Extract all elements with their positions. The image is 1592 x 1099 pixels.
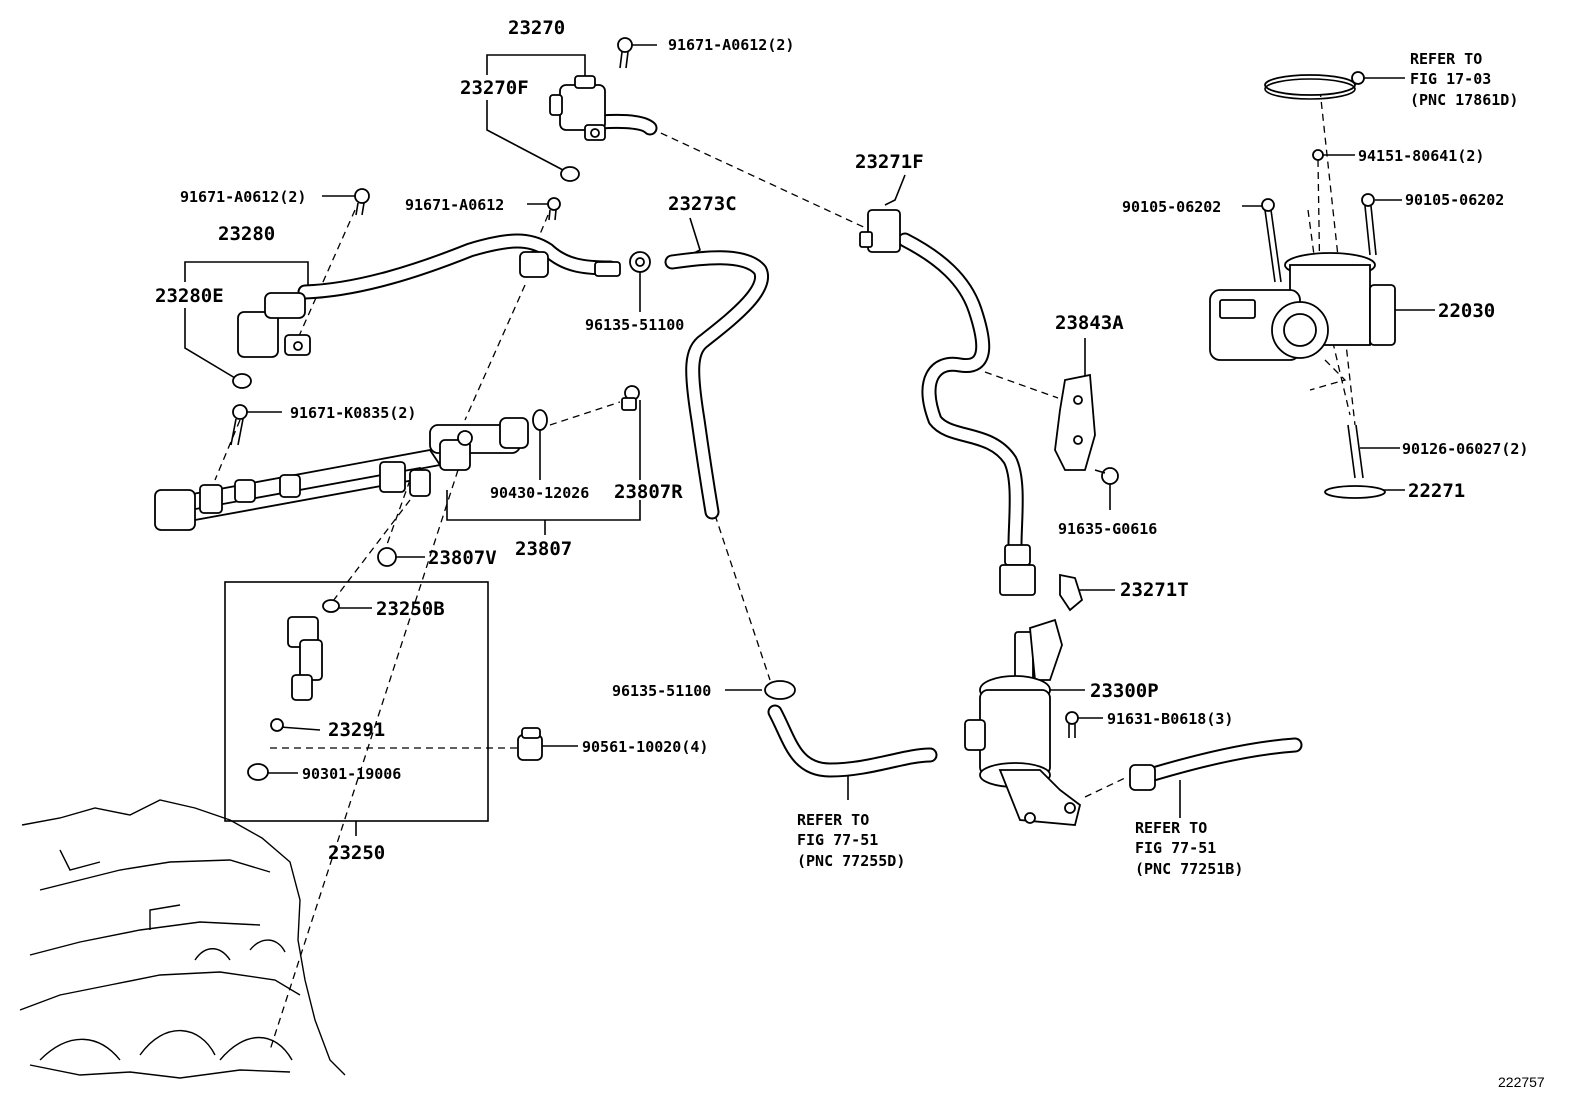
injector: [287, 616, 323, 701]
cushion-23807V: [377, 547, 397, 567]
part-labels: 23270 23270F 91671-A0612(2) 91671-A0612(…: [155, 17, 1528, 864]
refer-line: (PNC 77255D): [797, 852, 905, 870]
bolt-91671-K0835: [230, 404, 248, 446]
label-91671-K0835-2: 91671-K0835(2): [290, 404, 416, 422]
label-90561-10020-4: 90561-10020(4): [582, 738, 708, 756]
insulator-23291: [270, 718, 284, 732]
bolt-91671-A0612-left: [354, 188, 370, 216]
bolt-91631-B0618: [1065, 711, 1079, 738]
refer-line: REFER TO: [1410, 50, 1482, 68]
clamp-96135-51100-bottom: [764, 680, 796, 700]
label-23280: 23280: [218, 223, 275, 245]
label-96135-51100-b: 96135-51100: [612, 682, 711, 700]
fuel-rail: [154, 417, 529, 531]
refer-note-77251B: REFER TO FIG 77-51 (PNC 77251B): [1135, 819, 1243, 878]
label-91671-A0612-2-left: 91671-A0612(2): [180, 188, 306, 206]
gasket-22271: [1324, 485, 1386, 499]
label-23271F: 23271F: [855, 151, 924, 173]
pipe-bracket: [519, 251, 621, 278]
hoses: [297, 113, 1303, 783]
fuel-pressure-regulator-left: [237, 292, 311, 358]
label-91671-A0612: 91671-A0612: [405, 196, 504, 214]
label-23250: 23250: [328, 842, 385, 864]
bolt-91671-A0612-top: [617, 37, 633, 69]
leader-lines: [184, 44, 1435, 836]
connector-end: [999, 544, 1036, 596]
bolt-90105-06202-right: [1361, 193, 1377, 256]
label-23300P: 23300P: [1090, 680, 1159, 702]
bolt-91671-A0612-mid: [547, 197, 561, 221]
label-91631-B0618-3: 91631-B0618(3): [1107, 710, 1233, 728]
label-91671-A0612-2-top: 91671-A0612(2): [668, 36, 794, 54]
throttle-body-22030: [1209, 252, 1396, 361]
nut-94151-80641: [1312, 149, 1324, 161]
bolt-91635-G0616: [1094, 467, 1119, 485]
label-90105-06202-right: 90105-06202: [1405, 191, 1504, 209]
refer-line: FIG 77-51: [1135, 839, 1216, 857]
oring-23250B: [322, 599, 340, 613]
label-22271: 22271: [1408, 480, 1465, 502]
refer-line: FIG 17-03: [1410, 70, 1491, 88]
label-90430-12026: 90430-12026: [490, 484, 589, 502]
diagram-id: 222757: [1498, 1074, 1545, 1090]
plug-23807R: [621, 385, 640, 411]
label-23270F: 23270F: [460, 77, 529, 99]
oring-23280E: [232, 373, 252, 389]
refer-line: (PNC 77251B): [1135, 860, 1243, 878]
label-23271T: 23271T: [1120, 579, 1189, 601]
hose-fitting-right: [1129, 764, 1156, 791]
label-91635-G0616: 91635-G0616: [1058, 520, 1157, 538]
vsv-23300P: [964, 618, 1082, 826]
label-94151-80641-2: 94151-80641(2): [1358, 147, 1484, 165]
label-23807: 23807: [515, 538, 572, 560]
label-96135-51100-a: 96135-51100: [585, 316, 684, 334]
label-23807R: 23807R: [614, 481, 683, 503]
label-23270: 23270: [508, 17, 565, 39]
connector-23271F: [859, 209, 901, 253]
oring-90301-19006: [247, 763, 269, 781]
label-90126-06027-2: 90126-06027(2): [1402, 440, 1528, 458]
dashed-leaders: [214, 89, 1356, 1051]
refer-line: REFER TO: [797, 811, 869, 829]
refer-note-fig-17-03: REFER TO FIG 17-03 (PNC 17861D): [1410, 50, 1518, 109]
refer-line: REFER TO: [1135, 819, 1207, 837]
label-23273C: 23273C: [668, 193, 737, 215]
label-22030: 22030: [1438, 300, 1495, 322]
label-23291: 23291: [328, 719, 385, 741]
bracket-23843A: [1054, 373, 1096, 471]
label-23280E: 23280E: [155, 285, 224, 307]
engine-block-outline: [19, 799, 346, 1079]
clamp-96135-51100-top: [629, 251, 651, 273]
label-90105-06202-left: 90105-06202: [1122, 198, 1221, 216]
washer-90430-12026: [532, 409, 548, 431]
clamp-ring-top: [1264, 71, 1365, 100]
bolt-90105-06202-left: [1261, 198, 1282, 283]
stud-90126-06027: [1347, 424, 1364, 479]
label-23807V: 23807V: [428, 547, 497, 569]
refer-line: (PNC 17861D): [1410, 91, 1518, 109]
label-23250B: 23250B: [376, 598, 445, 620]
refer-note-77255D: REFER TO FIG 77-51 (PNC 77255D): [797, 811, 905, 870]
clip-23271T: [1059, 573, 1084, 612]
refer-line: FIG 77-51: [797, 831, 878, 849]
plug-90561-10020: [517, 727, 543, 761]
label-23843A: 23843A: [1055, 312, 1124, 334]
fuel-pressure-regulator-top: [549, 75, 606, 141]
label-90301-19006: 90301-19006: [302, 765, 401, 783]
oring-23270F: [560, 166, 580, 182]
